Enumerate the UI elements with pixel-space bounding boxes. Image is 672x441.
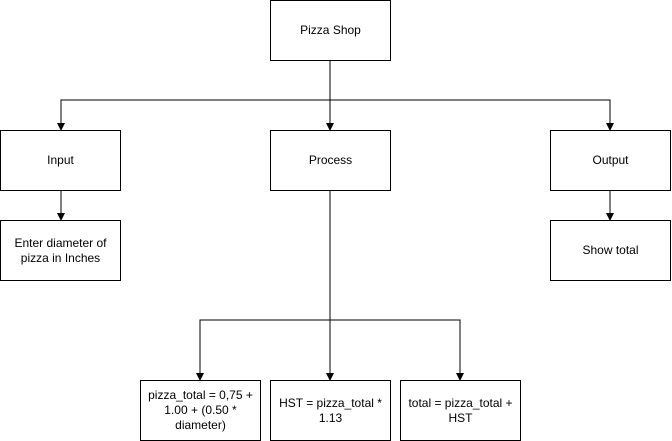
node-show-total[interactable]: Show total bbox=[550, 220, 671, 281]
node-input[interactable]: Input bbox=[0, 130, 121, 191]
edge-root-input bbox=[57, 60, 331, 131]
edge-root-output bbox=[330, 99, 614, 131]
node-hst[interactable]: HST = pizza_total * 1.13 bbox=[270, 380, 391, 441]
node-process[interactable]: Process bbox=[270, 130, 391, 191]
edge-process-pizza-total bbox=[196, 190, 331, 381]
node-pizza-total[interactable]: pizza_total = 0,75 + 1.00 + (0.50 * diam… bbox=[140, 380, 261, 441]
node-output[interactable]: Output bbox=[550, 130, 671, 191]
node-pizza-shop[interactable]: Pizza Shop bbox=[270, 0, 391, 61]
node-enter-diameter[interactable]: Enter diameter of pizza in Inches bbox=[0, 220, 121, 281]
edge-process-total bbox=[330, 319, 464, 381]
node-total[interactable]: total = pizza_total + HST bbox=[400, 380, 521, 441]
